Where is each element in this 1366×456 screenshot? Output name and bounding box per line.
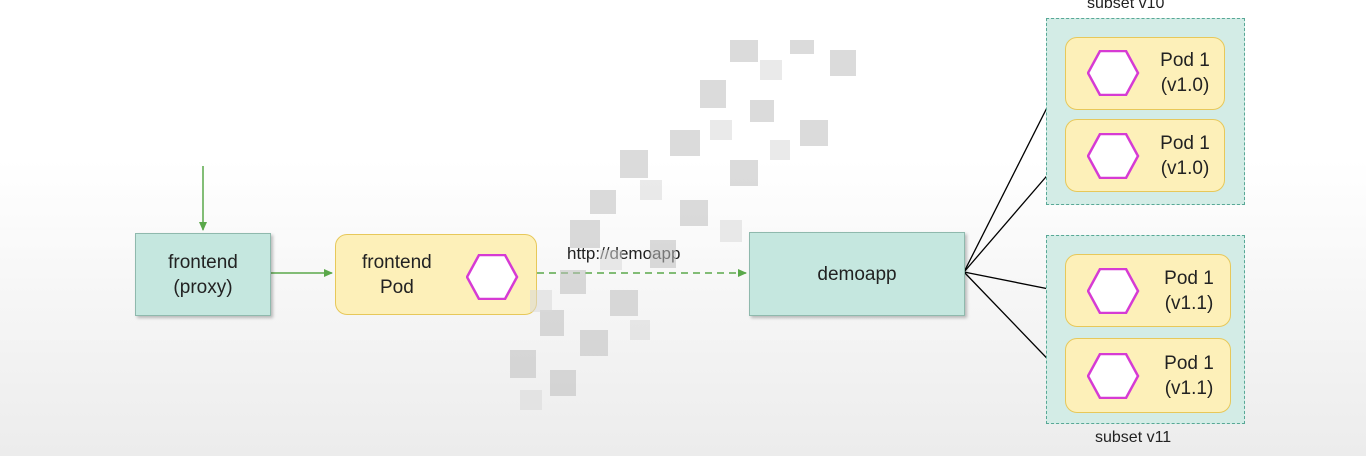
pod-v10-1-name: Pod 1 (1160, 50, 1210, 71)
pod-v10-1-version: (v1.0) (1160, 75, 1210, 96)
demoapp-service-node: demoapp (749, 232, 965, 316)
pod-v10-1-hexagon-icon (1087, 50, 1140, 96)
pod-v11-1-version: (v1.1) (1164, 293, 1214, 314)
frontend-pod-hexagon-icon (466, 254, 519, 300)
pod-v11-1-name: Pod 1 (1164, 268, 1214, 289)
pod-v11-1-hexagon-icon (1087, 268, 1140, 314)
frontend-pod-label-line1: frontend (362, 251, 432, 273)
frontend-proxy-label-line2: (proxy) (173, 276, 233, 298)
pod-v10-2-hexagon-icon (1087, 133, 1140, 179)
demoapp-label: demoapp (817, 263, 897, 285)
pod-v11-2-name: Pod 1 (1164, 353, 1214, 374)
pod-v10-2-name: Pod 1 (1160, 133, 1210, 154)
frontend-proxy-node: frontend (proxy) (135, 233, 271, 316)
pod-v11-1-label: Pod 1 (v1.1) (1154, 266, 1224, 316)
pod-v10-1-label: Pod 1 (v1.0) (1150, 48, 1220, 98)
pod-v11-2-hexagon-icon (1087, 353, 1140, 399)
frontend-pod-label-line2: Pod (380, 276, 414, 298)
pod-v11-2-label: Pod 1 (v1.1) (1154, 351, 1224, 401)
pod-v10-2-label: Pod 1 (v1.0) (1150, 131, 1220, 181)
subset-v11-label: subset v11 (1095, 429, 1172, 446)
subset-v10-label: subset v10 (1087, 0, 1165, 12)
frontend-proxy-label-line1: frontend (168, 251, 238, 273)
http-edge-label: http://demoapp (567, 244, 681, 263)
pod-v10-2-version: (v1.0) (1160, 158, 1210, 179)
pod-v11-2-version: (v1.1) (1164, 378, 1214, 399)
